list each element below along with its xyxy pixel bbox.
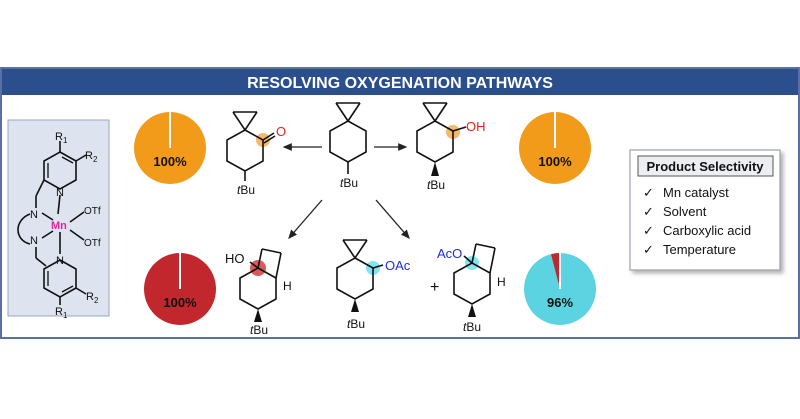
selectivity-item: ✓ Temperature bbox=[643, 242, 736, 257]
amine-n-bottom: N bbox=[30, 235, 38, 247]
r1-top-label: R1 bbox=[55, 131, 68, 145]
otf-top-label: OTf bbox=[84, 206, 101, 217]
rearranged-alcohol-product: HO H tBu bbox=[225, 248, 292, 337]
pyridine-n-bottom: N bbox=[56, 255, 64, 267]
rearranged-acetate-product: AcO H tBu bbox=[437, 243, 506, 334]
pie-acetates: 96% bbox=[524, 253, 596, 325]
r2-top-label: R2 bbox=[85, 150, 98, 164]
title-banner bbox=[2, 69, 798, 95]
start-tbu-label: tBu bbox=[340, 176, 358, 190]
plus-sign: + bbox=[430, 279, 439, 296]
selectivity-title: Product Selectivity bbox=[646, 159, 764, 174]
selectivity-item: ✓ Solvent bbox=[643, 204, 707, 219]
pie-rearranged: 100% bbox=[144, 253, 216, 325]
check-icon: ✓ bbox=[643, 242, 654, 257]
check-icon: ✓ bbox=[643, 185, 654, 200]
arrow-to-acetates bbox=[375, 199, 410, 239]
acetate-product: OAc tBu bbox=[336, 239, 411, 331]
pie-value-label: 100% bbox=[153, 154, 187, 169]
r1-bottom-label: R1 bbox=[55, 306, 68, 320]
ketone-tbu-label: tBu bbox=[237, 183, 255, 197]
arrow-to-rearranged bbox=[288, 199, 323, 239]
rearranged-oh: HO bbox=[225, 251, 245, 266]
starting-material bbox=[329, 102, 367, 174]
selectivity-item: ✓ Carboxylic acid bbox=[643, 223, 751, 238]
selectivity-item-label: Solvent bbox=[663, 204, 707, 219]
ketone-product: O tBu bbox=[226, 111, 286, 197]
rearranged-tbu-label: tBu bbox=[250, 323, 268, 337]
otf-bottom-label: OTf bbox=[84, 238, 101, 249]
ketone-oxygen: O bbox=[276, 124, 286, 139]
alcohol-oh: OH bbox=[466, 119, 486, 134]
check-icon: ✓ bbox=[643, 223, 654, 238]
catalyst-structure: R1 R2 N N Mn OTf OTf N N R2 R1 bbox=[7, 119, 110, 320]
selectivity-title-bg bbox=[637, 155, 774, 177]
selectivity-item-label: Mn catalyst bbox=[663, 185, 729, 200]
metal-label: Mn bbox=[51, 220, 67, 232]
selectivity-item: ✓ Mn catalyst bbox=[643, 185, 729, 200]
rearranged-aco: AcO bbox=[437, 246, 462, 261]
r2-bottom-label: R2 bbox=[86, 291, 99, 305]
acetate-tbu-label: tBu bbox=[347, 317, 365, 331]
pie-alcohol: 100% bbox=[519, 112, 591, 184]
alcohol-tbu-label: tBu bbox=[427, 178, 445, 192]
pie-value-label: 100% bbox=[163, 295, 197, 310]
rearranged-h: H bbox=[283, 279, 292, 293]
title-text: RESOLVING OXYGENATION PATHWAYS bbox=[247, 75, 553, 92]
pie-slice-minor bbox=[551, 253, 560, 289]
pie-ketone: 100% bbox=[134, 112, 206, 184]
selectivity-pies: 100% 100% 100% 96% bbox=[134, 112, 596, 325]
acetate-oac: OAc bbox=[385, 258, 411, 273]
selectivity-item-label: Carboxylic acid bbox=[663, 223, 751, 238]
rearranged-acetate-h: H bbox=[497, 275, 506, 289]
product-selectivity-box: Product Selectivity ✓ Mn catalyst ✓ Solv… bbox=[629, 149, 781, 271]
pie-value-label: 100% bbox=[538, 154, 572, 169]
rearranged-acetate-tbu-label: tBu bbox=[463, 320, 481, 334]
pie-value-label: 96% bbox=[547, 295, 573, 310]
alcohol-product: OH tBu bbox=[416, 102, 486, 192]
selectivity-item-label: Temperature bbox=[663, 242, 736, 257]
amine-n-top: N bbox=[30, 209, 38, 221]
check-icon: ✓ bbox=[643, 204, 654, 219]
pyridine-n-top: N bbox=[56, 187, 64, 199]
